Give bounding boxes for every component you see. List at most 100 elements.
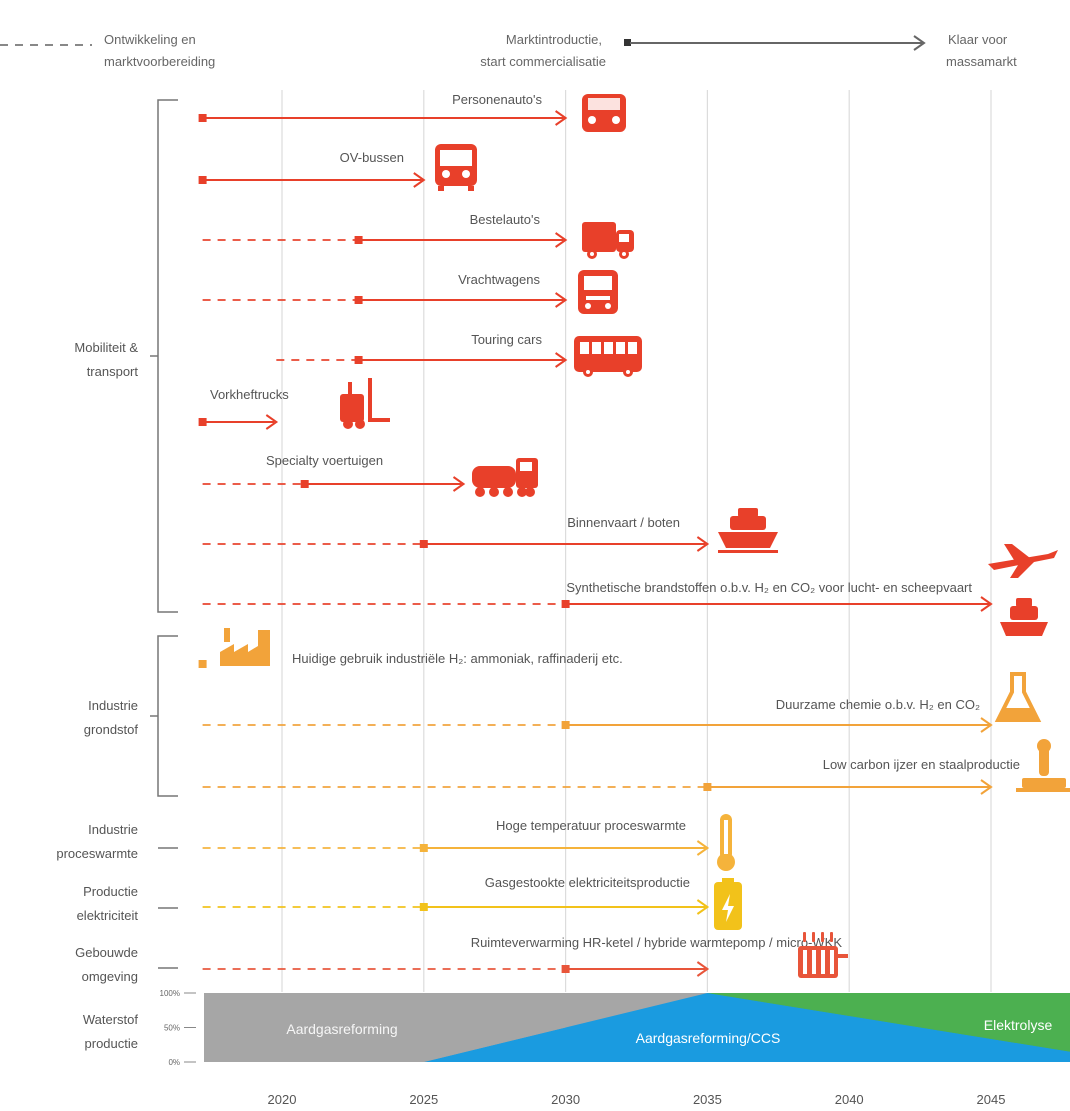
timeline-row: Low carbon ijzer en staalproductie [202, 739, 1070, 795]
mass-market-arrow [555, 232, 568, 248]
timeline-row: Personenauto's [198, 92, 626, 132]
market-introduction-marker [198, 114, 207, 122]
plane-ship-icon-part [1010, 562, 1034, 578]
row-label: Huidige gebruik industriële H₂: ammoniak… [292, 651, 623, 666]
group-label: omgeving [82, 969, 138, 984]
market-introduction-marker [198, 418, 207, 426]
plane-ship-icon-part [988, 550, 1058, 570]
factory-icon [220, 628, 270, 666]
market-introduction-marker [419, 540, 428, 548]
timeline-row: Bestelauto's [202, 212, 634, 259]
heater-icon-part [821, 932, 824, 942]
legend-dev-label-1: Ontwikkeling en [104, 32, 196, 47]
special-vehicle-icon-part [472, 466, 516, 488]
bus-icon-part [442, 170, 450, 178]
mass-market-arrow [980, 779, 993, 795]
boat-icon-part [718, 550, 778, 553]
production-y-tick: 0% [168, 1058, 180, 1067]
thermometer-icon-part [717, 853, 735, 871]
mass-market-arrow [265, 414, 279, 430]
production-area-blue-ccs [423, 993, 1070, 1062]
legend: Ontwikkeling en marktvoorbereiding Markt… [0, 32, 1017, 69]
factory-icon-part [224, 628, 230, 642]
timeline-rows: Personenauto'sOV-bussenBestelauto'sVrach… [198, 92, 1070, 978]
flask-icon-part [994, 672, 1042, 722]
coach-icon-part [616, 342, 625, 354]
car-icon-part [588, 98, 620, 110]
group-bracket [157, 99, 178, 613]
van-icon-part [582, 222, 616, 252]
car-icon-part [612, 116, 620, 124]
plane-ship-icon-part [1004, 544, 1030, 560]
legend-ready-label-1: Klaar voor [948, 32, 1008, 47]
market-introduction-marker [419, 903, 428, 911]
plane-ship-icon-part [1000, 622, 1048, 636]
timeline-row: Duurzame chemie o.b.v. H₂ en CO₂ [202, 672, 1042, 733]
row-label: Gasgestookte elektriciteitsproductie [485, 875, 690, 890]
group-labels: Mobiliteit &transportIndustriegrondstofI… [56, 99, 178, 984]
coach-icon-part [592, 342, 601, 354]
row-label: Personenauto's [452, 92, 542, 107]
group-label: Productie [83, 884, 138, 899]
row-label: Duurzame chemie o.b.v. H₂ en CO₂ [776, 697, 980, 712]
battery-icon-part [722, 878, 734, 884]
forklift-icon-part [368, 378, 372, 422]
timeline-row: Specialty voertuigen [202, 453, 538, 497]
thermometer-icon-part [724, 820, 728, 854]
forklift-icon-part [340, 394, 364, 422]
steel-icon-part [1016, 788, 1070, 792]
row-label: Specialty voertuigen [266, 453, 383, 468]
coach-icon-part [626, 370, 630, 374]
truck-icon-part [584, 276, 612, 290]
group-label: elektriciteit [77, 908, 139, 923]
thermometer-icon [717, 814, 735, 871]
row-label: Hoge temperatuur proceswarmte [496, 818, 686, 833]
steel-icon [1016, 739, 1070, 792]
flask-icon [994, 672, 1042, 722]
van-icon-part [622, 252, 626, 256]
bus-icon-part [468, 186, 474, 191]
truck-icon-part [605, 303, 611, 309]
timeline-row: Gasgestookte elektriciteitsproductie [202, 875, 742, 930]
heater-icon-part [803, 950, 807, 974]
legend-ready-label-2: massamarkt [946, 54, 1017, 69]
battery-icon-part [722, 894, 734, 922]
production-label: Waterstof [83, 1012, 139, 1027]
battery-icon [714, 878, 742, 930]
van-icon [582, 222, 634, 259]
x-tick-label: 2020 [268, 1092, 297, 1107]
mass-market-arrow [555, 292, 568, 308]
mass-market-arrow [555, 352, 568, 368]
plane-ship-icon [988, 544, 1058, 636]
bus-icon-part [438, 186, 444, 191]
production-y-tick: 100% [160, 989, 180, 998]
heater-icon [798, 932, 848, 978]
flask-icon-part [1000, 708, 1036, 718]
x-tick-label: 2030 [551, 1092, 580, 1107]
market-introduction-marker [354, 296, 363, 304]
group-label: proceswarmte [56, 846, 138, 861]
legend-intro-marker [624, 39, 631, 46]
timeline-row: Ruimteverwarming HR-ketel / hybride warm… [202, 932, 848, 978]
special-vehicle-icon-part [525, 487, 535, 497]
legend-intro-label-1: Marktintroductie, [506, 32, 602, 47]
coach-icon-part [628, 342, 637, 354]
special-vehicle-icon-part [475, 487, 485, 497]
row-label: Bestelauto's [470, 212, 541, 227]
mass-market-arrow [696, 961, 710, 977]
coach-icon-part [604, 342, 613, 354]
group-label: Industrie [88, 698, 138, 713]
group-label: Industrie [88, 822, 138, 837]
car-icon-part [588, 116, 596, 124]
special-vehicle-icon-part [503, 487, 513, 497]
steel-icon-part [1022, 778, 1066, 788]
bus-icon-part [440, 150, 472, 166]
area-label-blue: Aardgasreforming/CCS [636, 1030, 781, 1046]
plane-ship-icon-part [1010, 606, 1038, 620]
row-label: Binnenvaart / boten [567, 515, 680, 530]
bus-icon-part [462, 170, 470, 178]
mass-market-arrow [555, 110, 568, 126]
forklift-icon [340, 378, 390, 429]
special-vehicle-icon [472, 458, 538, 497]
